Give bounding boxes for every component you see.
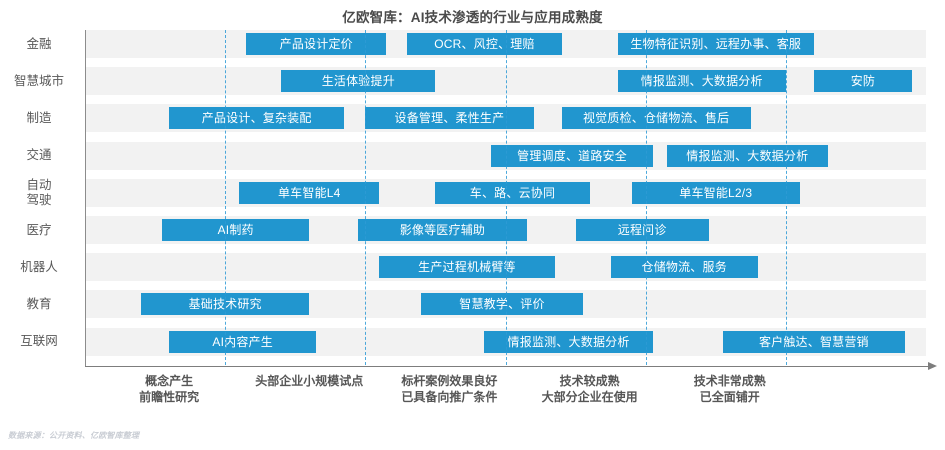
- application-bar[interactable]: 车、路、云协同: [435, 181, 590, 204]
- y-axis-label-6: 医疗: [0, 223, 78, 238]
- application-bar[interactable]: 生活体验提升: [281, 70, 436, 93]
- stage-label-line2: 已具备向推广条件: [401, 389, 498, 404]
- y-axis-label-line: 教育: [26, 296, 52, 311]
- y-axis-label-line: 机器人: [20, 259, 58, 274]
- y-axis-label-line: 金融: [26, 36, 52, 51]
- application-bar[interactable]: 情报监测、大数据分析: [484, 330, 653, 353]
- application-bar[interactable]: 产品设计定价: [246, 33, 387, 55]
- application-bar[interactable]: 生物特征识别、远程办事、客服: [617, 33, 814, 55]
- x-axis-stage-label-5: 技术非常成熟已全面铺开: [640, 374, 820, 405]
- y-axis-label-line: 互联网: [20, 334, 58, 349]
- y-axis-label-4: 交通: [0, 148, 78, 163]
- application-bar[interactable]: 生产过程机械臂等: [379, 256, 555, 279]
- y-axis-line: [85, 30, 86, 366]
- gridline-stage-5: [785, 30, 787, 365]
- y-axis-label-line: 智慧城市: [13, 73, 64, 88]
- gridline-stage-1: [225, 30, 227, 365]
- application-bar[interactable]: 单车智能L4: [239, 181, 380, 204]
- y-axis-label-2: 智慧城市: [0, 74, 78, 89]
- y-axis-label-9: 互联网: [0, 334, 78, 349]
- page-title: 亿欧智库：AI技术渗透的行业与应用成熟度: [342, 10, 603, 25]
- y-axis-label-line: 交通: [26, 148, 52, 163]
- y-axis-label-line: 自动: [26, 177, 52, 192]
- application-bar[interactable]: 仓储物流、服务: [610, 256, 758, 279]
- x-axis-stage-label-1: 概念产生前瞻性研究: [79, 374, 259, 405]
- x-axis-stage-label-4: 技术较成熟大部分企业在使用: [500, 374, 680, 405]
- gridline-stage-4: [645, 30, 647, 365]
- y-axis-label-line: 医疗: [26, 222, 52, 237]
- gridline-stage-3: [505, 30, 507, 365]
- application-bar[interactable]: 情报监测、大数据分析: [617, 70, 786, 93]
- y-axis-label-7: 机器人: [0, 260, 78, 275]
- x-axis-stage-label-2: 头部企业小规模试点: [219, 374, 399, 390]
- application-bar[interactable]: 影像等医疗辅助: [358, 219, 527, 241]
- application-bar[interactable]: AI内容产生: [169, 330, 317, 353]
- application-bar[interactable]: 管理调度、道路安全: [491, 144, 653, 167]
- application-bar[interactable]: 单车智能L2/3: [631, 181, 800, 204]
- application-bar[interactable]: 安防: [813, 70, 912, 93]
- source-note: 数据来源：公开资料、亿欧智库整理: [8, 431, 140, 440]
- stage-label-line2: 已全面铺开: [699, 389, 760, 404]
- stage-label-line1: 头部企业小规模试点: [255, 374, 364, 388]
- x-axis-line: [85, 366, 930, 367]
- application-bar[interactable]: 视觉质检、仓储物流、售后: [561, 107, 751, 130]
- application-bar[interactable]: 远程问诊: [575, 219, 709, 241]
- y-axis-label-5: 自动驾驶: [0, 178, 78, 208]
- y-axis-label-8: 教育: [0, 297, 78, 312]
- x-axis-stage-label-3: 标杆案例效果良好已具备向推广条件: [359, 374, 539, 405]
- x-axis-arrow-icon: [928, 362, 937, 370]
- application-bar[interactable]: 设备管理、柔性生产: [365, 107, 534, 130]
- application-bar[interactable]: OCR、风控、理赔: [407, 33, 562, 55]
- stage-label-line1: 标杆案例效果良好: [401, 374, 498, 388]
- application-bar[interactable]: 产品设计、复杂装配: [169, 107, 345, 130]
- application-bar[interactable]: AI制药: [162, 219, 310, 241]
- application-bar[interactable]: 情报监测、大数据分析: [666, 144, 828, 167]
- application-bar[interactable]: 客户触达、智慧营销: [722, 330, 905, 353]
- stage-label-line1: 技术非常成熟: [693, 374, 766, 388]
- stage-label-line2: 前瞻性研究: [139, 389, 200, 404]
- y-axis-label-line: 驾驶: [26, 192, 52, 207]
- stage-label-line1: 概念产生: [145, 374, 194, 388]
- stage-label-line2: 大部分企业在使用: [541, 389, 638, 404]
- application-bar[interactable]: 智慧教学、评价: [421, 293, 583, 316]
- y-axis-label-line: 制造: [26, 110, 52, 125]
- y-axis-label-1: 金融: [0, 37, 78, 52]
- gridline-stage-2: [365, 30, 367, 365]
- stage-label-line1: 技术较成熟: [559, 374, 620, 388]
- y-axis-label-3: 制造: [0, 111, 78, 126]
